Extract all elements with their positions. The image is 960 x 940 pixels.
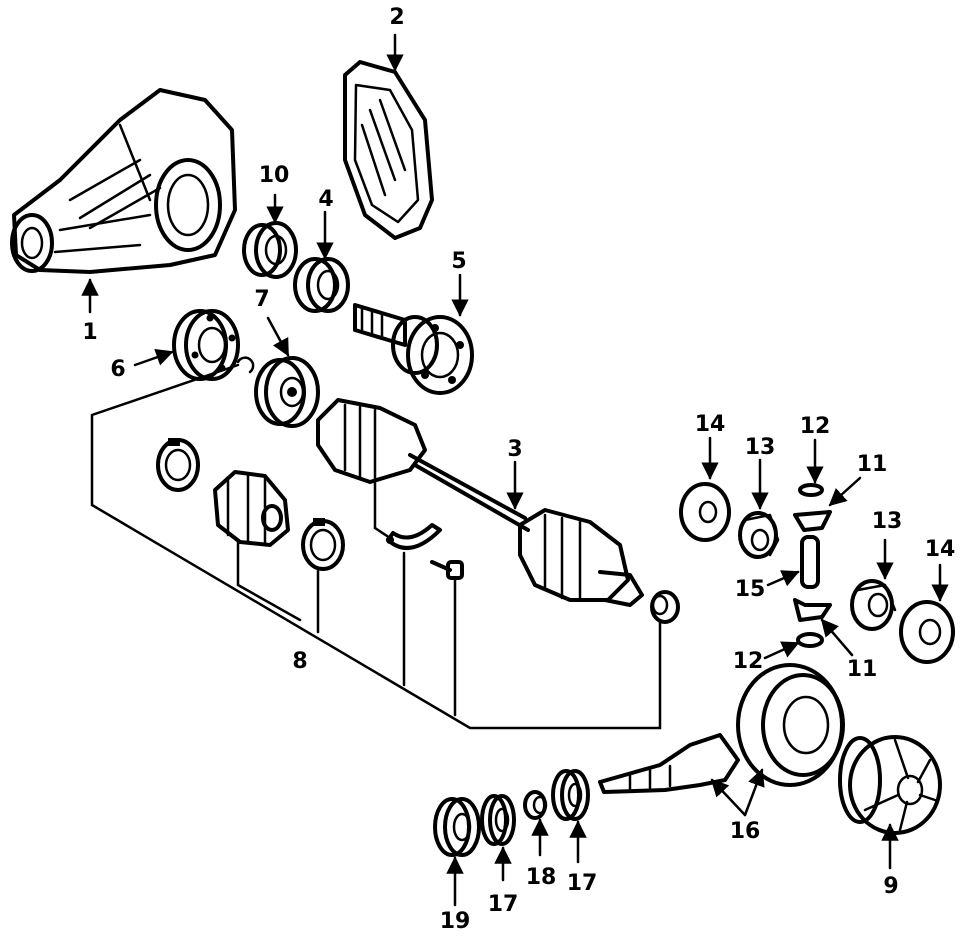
pinion-gear-11-lower[interactable] — [793, 598, 832, 622]
bolt[interactable] — [430, 560, 464, 580]
retaining-clip[interactable] — [386, 523, 442, 550]
washer-12-lower[interactable] — [796, 632, 824, 648]
callout-17b: 17 — [567, 871, 598, 896]
callout-11a: 11 — [857, 452, 888, 477]
bearing-10[interactable] — [242, 221, 298, 279]
pinion-gear-16[interactable] — [598, 733, 740, 794]
callout-4: 4 — [318, 187, 333, 212]
nut[interactable] — [650, 590, 680, 624]
pinion-gear-11-upper[interactable] — [793, 510, 832, 532]
callout-9: 9 — [883, 874, 898, 899]
washer-12-upper[interactable] — [798, 483, 824, 497]
callout-14b: 14 — [925, 537, 956, 562]
callout-12a: 12 — [800, 414, 831, 439]
callout-19: 19 — [440, 909, 471, 934]
differential-housing[interactable] — [10, 88, 237, 274]
callout-1: 1 — [82, 320, 97, 345]
callout-14a: 14 — [695, 412, 726, 437]
callout-15: 15 — [735, 577, 766, 602]
callout-7: 7 — [254, 287, 269, 312]
differential-cover[interactable] — [343, 60, 434, 240]
callout-labels: 1 2 10 4 5 6 7 3 8 14 13 12 11 13 14 15 … — [82, 5, 955, 934]
callout-6: 6 — [110, 357, 125, 382]
spacer-18[interactable] — [523, 790, 548, 820]
callout-12b: 12 — [733, 649, 764, 674]
boot-clamp-lower[interactable] — [301, 518, 345, 571]
cv-boot[interactable] — [213, 470, 290, 547]
seal-4[interactable] — [293, 257, 350, 313]
callout-3: 3 — [507, 437, 522, 462]
boot-clamp-upper[interactable] — [156, 438, 200, 492]
side-gear-13-right[interactable] — [850, 579, 897, 631]
leader-lines — [81, 33, 949, 907]
callout-17a: 17 — [488, 892, 519, 917]
cv-joint-6[interactable] — [172, 309, 240, 381]
ring-gear-16[interactable] — [736, 663, 845, 787]
callout-2: 2 — [389, 5, 404, 30]
inner-joint-7[interactable] — [254, 356, 320, 428]
callout-18: 18 — [526, 865, 557, 890]
bearing-17-left[interactable] — [480, 794, 516, 846]
thrust-washer-14-left[interactable] — [679, 482, 731, 542]
axle-shaft-3[interactable] — [316, 398, 644, 607]
pinion-seal-19[interactable] — [433, 797, 481, 857]
side-gear-13-left[interactable] — [738, 511, 780, 559]
callout-11b: 11 — [847, 657, 878, 682]
thrust-washer-14-right[interactable] — [899, 600, 955, 664]
callout-5: 5 — [451, 249, 466, 274]
callout-16: 16 — [730, 819, 761, 844]
callout-13a: 13 — [745, 435, 776, 460]
output-flange-5[interactable] — [353, 303, 474, 395]
bearing-17-right[interactable] — [551, 769, 590, 821]
circlip[interactable] — [236, 356, 255, 374]
callout-13b: 13 — [872, 509, 903, 534]
differential-carrier-9[interactable] — [838, 735, 942, 835]
callout-8: 8 — [292, 649, 307, 674]
cross-shaft-15[interactable] — [800, 535, 820, 589]
callout-10: 10 — [259, 163, 290, 188]
